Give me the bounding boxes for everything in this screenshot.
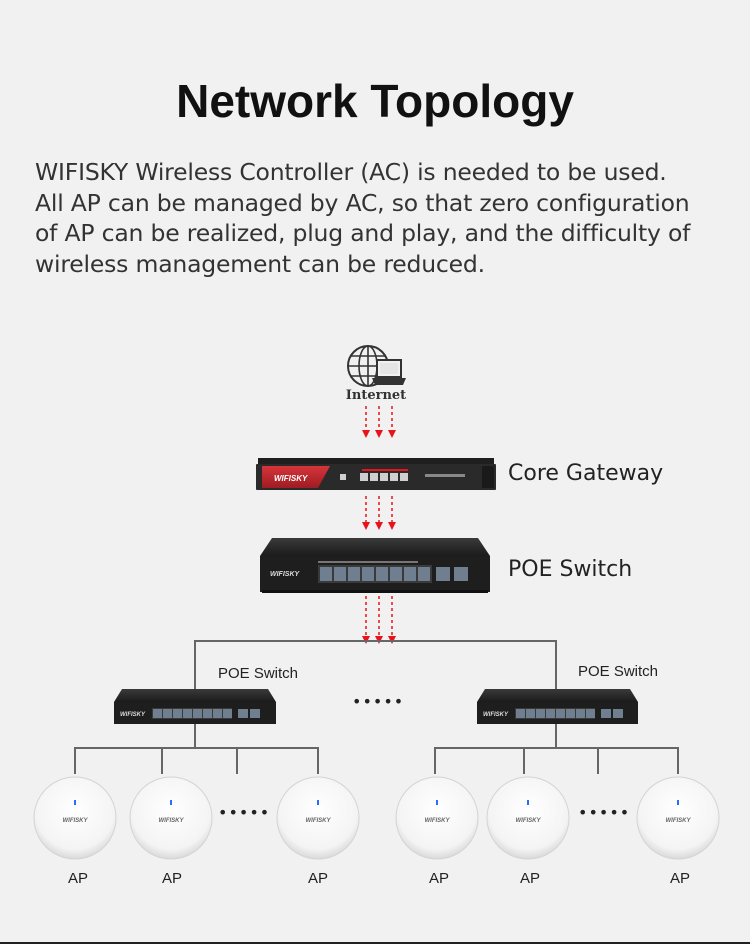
gateway-to-switch-arrows [362, 496, 396, 530]
core-gateway-label: Core Gateway [508, 461, 664, 486]
access-point-6: WIFISKY [636, 776, 720, 860]
right-switch-brand-text: WIFISKY [483, 712, 509, 718]
switch-to-distribution-arrows [362, 596, 396, 644]
poe-switch-right-label: POE Switch [578, 663, 659, 680]
internet-to-gateway-arrows [362, 406, 396, 438]
ap-label: AP [307, 870, 328, 887]
laptop-icon [372, 359, 406, 385]
access-point-5: WIFISKY [486, 776, 570, 860]
internet-label: Internet [345, 388, 407, 403]
description: WIFISKY Wireless Controller (AC) is need… [35, 157, 735, 279]
right-poe-switch-device: WIFISKY [477, 689, 638, 724]
svg-text:WIFISKY: WIFISKY [425, 818, 451, 824]
left-poe-switch-device: WIFISKY [114, 689, 276, 724]
access-point-3: WIFISKY [276, 776, 360, 860]
ap-label: AP [161, 870, 182, 887]
left-ellipsis: ••••• [218, 803, 271, 822]
poe-switch-left-label: POE Switch [218, 665, 299, 682]
svg-text:WIFISKY: WIFISKY [159, 818, 185, 824]
gateway-brand-text: WIFISKY [274, 474, 308, 483]
middle-ellipsis: ••••• [352, 692, 405, 711]
ap-label: AP [67, 870, 88, 887]
distribution-lines [74, 640, 679, 774]
main-poe-switch-device: WIFISKY [260, 538, 490, 593]
access-point-4: WIFISKY [395, 776, 479, 860]
page-title: Network Topology [176, 75, 574, 127]
main-switch-brand-text: WIFISKY [270, 571, 300, 578]
left-switch-brand-text: WIFISKY [120, 712, 146, 718]
description-line: All AP can be managed by AC, so that zer… [35, 188, 690, 217]
description-line: of AP can be realized, plug and play, an… [35, 219, 691, 247]
bottom-divider [0, 942, 750, 944]
ap-label: AP [428, 870, 449, 887]
description-line: wireless management can be reduced. [35, 249, 485, 278]
svg-text:WIFISKY: WIFISKY [666, 818, 692, 824]
description-line: WIFISKY Wireless Controller (AC) is need… [35, 158, 667, 186]
svg-text:WIFISKY: WIFISKY [306, 818, 332, 824]
svg-text:WIFISKY: WIFISKY [63, 818, 89, 824]
poe-switch-main-label: POE Switch [508, 557, 633, 582]
core-gateway-device: WIFISKY [256, 458, 496, 490]
right-ellipsis: ••••• [578, 803, 631, 822]
ap-label: AP [669, 870, 690, 887]
access-point-2: WIFISKY [129, 776, 213, 860]
svg-text:WIFISKY: WIFISKY [516, 818, 542, 824]
access-point-1: WIFISKY [33, 776, 117, 860]
ap-label: AP [519, 870, 540, 887]
